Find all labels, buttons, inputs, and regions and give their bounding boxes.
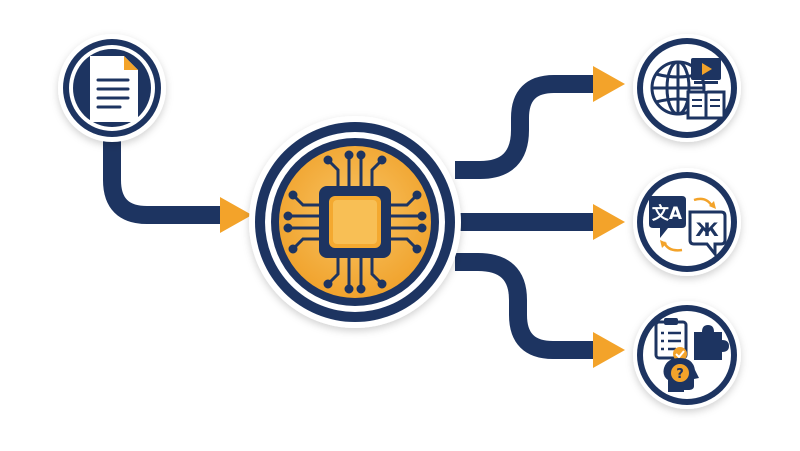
arrow-to-output-1	[593, 66, 625, 102]
translate-icon: 文A Ж	[649, 196, 727, 259]
arrowheads	[220, 66, 625, 368]
connectors	[103, 75, 595, 359]
output-node-1	[633, 34, 741, 142]
connector-core-to-output-3	[455, 253, 595, 359]
input-node	[58, 34, 166, 142]
arrow-to-core	[220, 197, 252, 233]
checklist-puzzle-head-icon: ?	[654, 318, 729, 392]
core-node	[249, 116, 461, 328]
processor-chip-icon	[283, 150, 427, 294]
output-node-3: ?	[633, 301, 741, 409]
connector-core-to-output-1	[455, 75, 595, 179]
arrow-to-output-2	[593, 204, 625, 240]
connector-input-to-core	[103, 128, 222, 224]
globe-media-book-icon	[650, 58, 726, 120]
output-node-2: 文A Ж	[633, 168, 741, 276]
arrow-to-output-3	[593, 332, 625, 368]
question-glyph: ?	[676, 367, 684, 382]
document-icon	[90, 56, 138, 122]
translate-source-glyph: 文A	[652, 203, 683, 224]
translate-target-glyph: Ж	[695, 219, 718, 241]
